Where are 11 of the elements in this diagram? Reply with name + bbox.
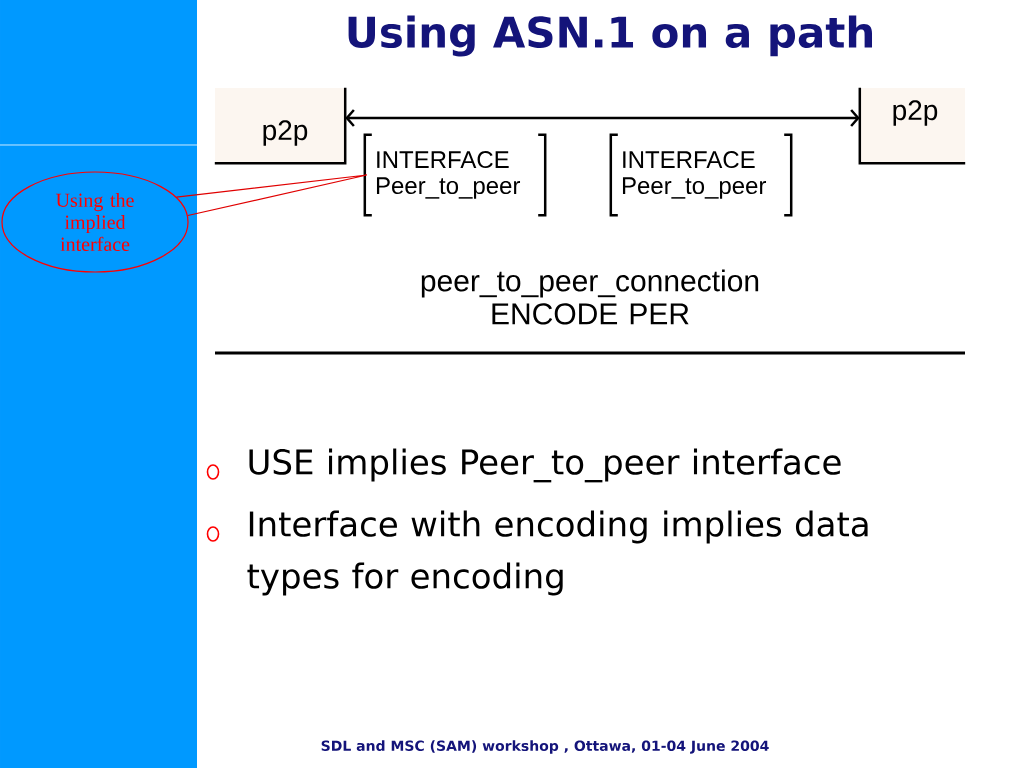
signal-list: INTERFACE Peer_to_peer (609, 133, 793, 217)
leader-line (175, 174, 368, 217)
slide-title: Using ASN.1 on a path (348, 15, 872, 57)
bullet-item: USE implies Peer_to_peer interface (249, 448, 841, 483)
signal-list: INTERFACE Peer_to_peer (363, 133, 547, 217)
process-box: p2p (214, 87, 347, 165)
bullet-item: Interface with encoding implies data types for encoding (247, 510, 868, 596)
footer-text: SDL and MSC (SAM) workshop , Ottawa, 01-04 June 2004 (321, 740, 769, 754)
process-box: p2p (858, 87, 966, 165)
double-arrow (345, 109, 860, 127)
connection-label: peer_to_peer_connection ENCODE PER (421, 269, 759, 325)
